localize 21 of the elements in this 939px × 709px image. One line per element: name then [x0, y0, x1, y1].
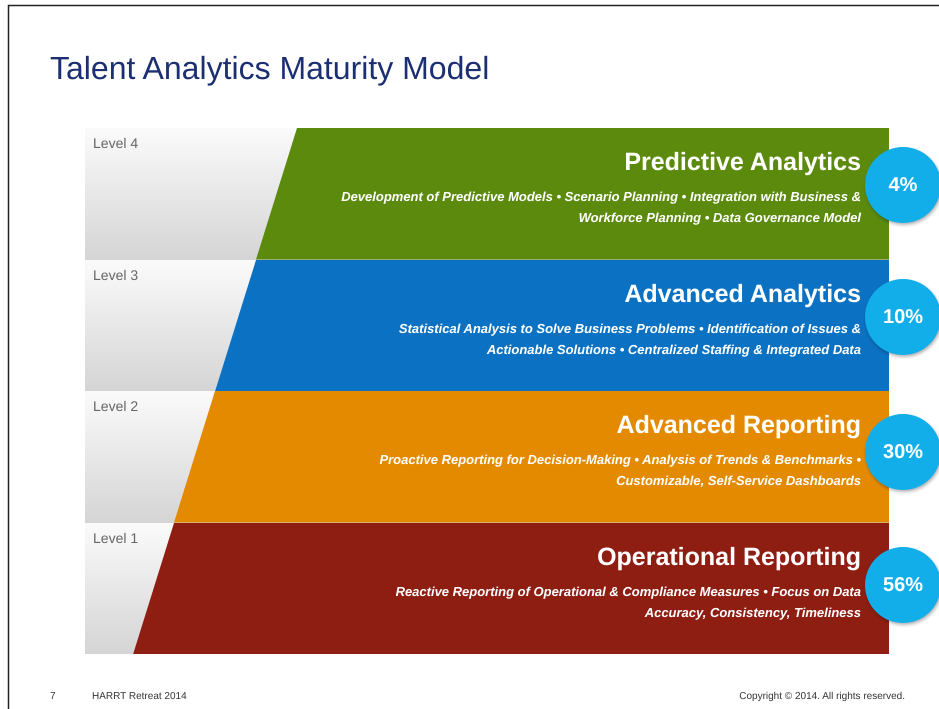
percentage-circle: 4% [865, 147, 939, 223]
footer-text: HARRT Retreat 2014 [92, 691, 187, 702]
band-description: Proactive Reporting for Decision-Making • Analysis of Trends & Benchmarks • Customizable, Self-Service Dashboards [378, 451, 861, 490]
band-description: Development of Predictive Models • Scenario Planning • Integration with Business & Workforce Planning • Data Governance Model [341, 188, 861, 227]
page-number: 7 [50, 691, 56, 702]
band-title: Advanced Analytics [624, 280, 861, 308]
band-title: Advanced Reporting [616, 411, 861, 440]
level-label: Level 2 [93, 398, 138, 414]
band-title: Operational Reporting [597, 542, 861, 572]
title: Talent Analytics Maturity Model [50, 50, 490, 87]
band-description: Reactive Reporting of Operational & Compliance Measures • Focus on Data Accuracy, Consistency, Timeliness [394, 582, 861, 622]
maturity-band [85, 128, 889, 260]
level-label: Level 3 [93, 266, 138, 282]
band-title: Predictive Analytics [624, 148, 861, 177]
level-label: Level 4 [93, 135, 138, 151]
percentage-circle: 10% [865, 279, 939, 355]
percentage-circle: 56% [865, 547, 939, 623]
level-label: Level 1 [93, 530, 138, 546]
copyright-text: Copyright © 2014. All rights reserved. [739, 691, 905, 702]
band-description: Statistical Analysis to Solve Business Problems • Identification of Issues & Actionable Solutions • Centralized Staffing & Integrated Data [398, 320, 861, 359]
percentage-circle: 30% [865, 414, 939, 490]
